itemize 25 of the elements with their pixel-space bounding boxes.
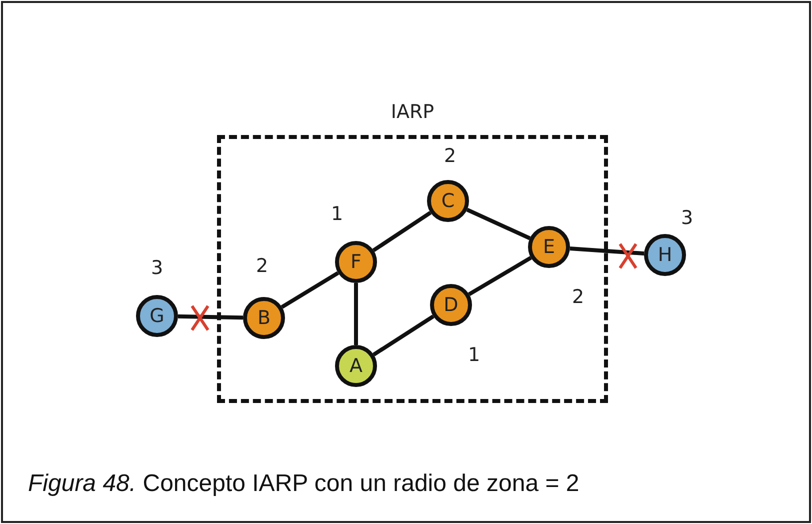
connector-line [372,314,434,356]
network-node-circle: B [243,297,285,339]
hop-count: 1 [468,344,480,366]
network-node-circle: H [644,234,686,276]
network-node-circle: F [335,241,377,283]
network-node-circle: D [430,284,472,326]
connector-line [280,271,340,309]
connector-line [178,314,244,320]
hop-count: 1 [330,203,344,225]
hop-count: 3 [680,207,694,229]
connector-line [466,208,531,240]
network-node-circle: G [136,295,178,337]
connector-line [570,246,644,256]
network-node-circle: C [427,180,469,222]
hop-count: 2 [256,255,268,277]
zone-title: IARP [390,101,436,123]
connector-line [354,283,358,345]
connector-line [468,256,532,296]
hop-count: 2 [444,145,456,167]
hop-count: 3 [150,257,164,279]
network-node-circle: E [528,226,570,268]
hop-count: 2 [572,286,584,308]
network-node-circle: A [335,345,377,387]
figure-caption: Figura 48. Concepto IARP con un radio de zona = 2 [28,470,580,498]
connector-line [372,210,432,252]
